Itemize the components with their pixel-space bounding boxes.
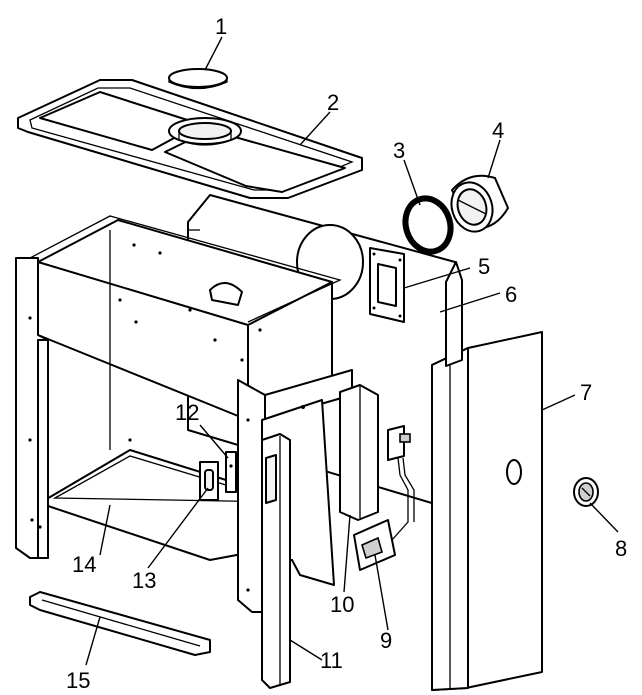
- callout-labels: 1 2 3 4 5 6 7 8 9 10 11 12 13 14 15: [66, 14, 627, 693]
- callout-1: 1: [215, 14, 227, 39]
- callout-10: 10: [330, 592, 354, 617]
- part-7-side-panel: [431, 261, 543, 691]
- callout-3: 3: [393, 138, 405, 163]
- part-13-lug-bracket: [199, 461, 219, 501]
- callout-4: 4: [492, 118, 504, 143]
- callout-8: 8: [615, 536, 627, 561]
- callout-12: 12: [175, 400, 199, 425]
- callout-9: 9: [380, 628, 392, 653]
- part-12-tab: [225, 451, 237, 493]
- part-5-bracket-plate: [369, 247, 405, 323]
- part-8-knob: [573, 477, 599, 507]
- part-15-trim-strip: [29, 591, 211, 656]
- part-2-top-cover: [17, 79, 363, 199]
- callout-6: 6: [505, 282, 517, 307]
- callout-11: 11: [320, 648, 343, 673]
- part-10-channel: [339, 384, 379, 521]
- part-11-front-strip: [261, 433, 291, 689]
- callout-15: 15: [66, 668, 90, 693]
- part-4-flue-collar: [450, 174, 509, 233]
- part-3-gasket-ring: [402, 195, 454, 255]
- callout-7: 7: [580, 380, 592, 405]
- callout-5: 5: [478, 254, 490, 279]
- callout-13: 13: [132, 568, 156, 593]
- leader-lines: [85, 36, 619, 666]
- part-9-switch-assembly: [353, 425, 415, 571]
- part-1-lid: [168, 68, 228, 90]
- callout-14: 14: [72, 552, 96, 577]
- callout-2: 2: [327, 90, 339, 115]
